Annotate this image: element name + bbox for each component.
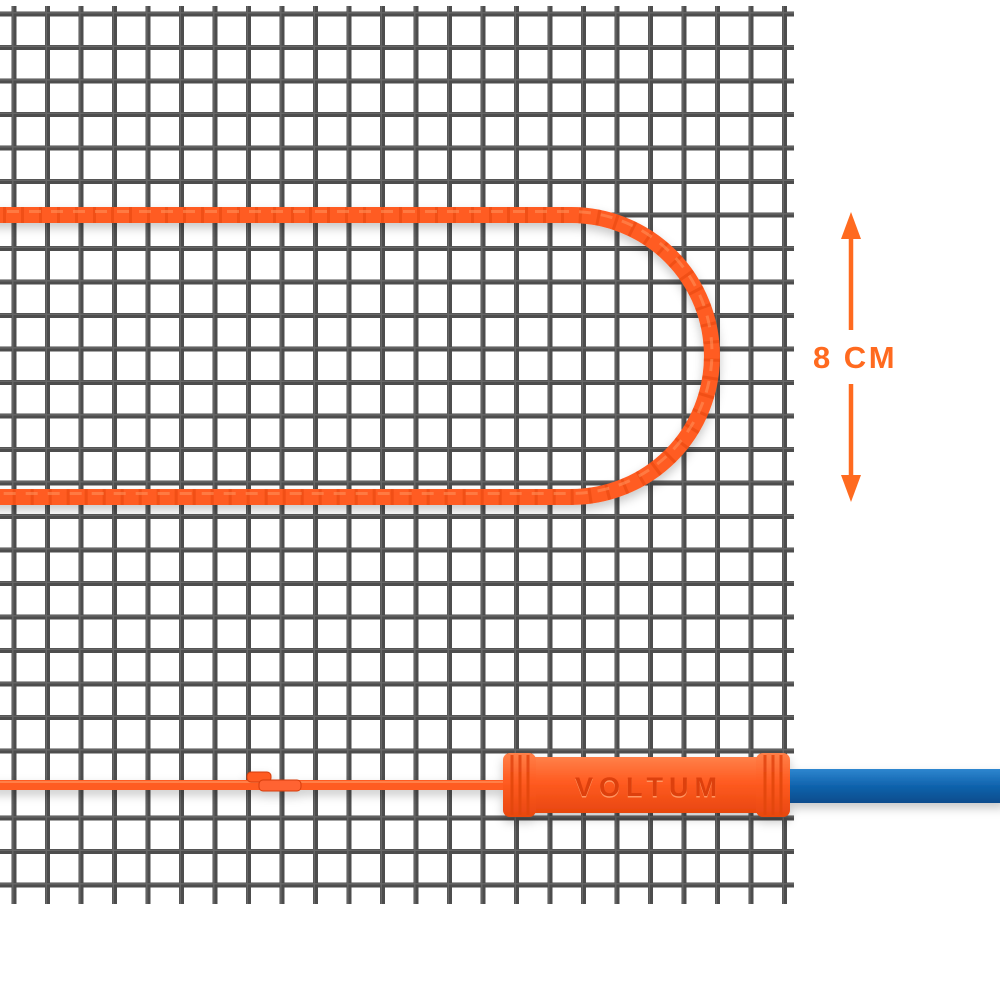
brand-label-emboss: VOLTUM [575,774,723,804]
connector-ridges-left [510,755,530,815]
brand-label: VOLTUM [575,772,723,802]
connector-ridges-right [763,755,783,815]
dimension-annotation: 8 CM [813,212,897,502]
connector-body [522,757,770,813]
power-cable [778,769,1000,803]
cable-clip [246,771,302,792]
lead-assembly: VOLTUM VOLTUM [0,753,1000,817]
heating-cable [0,207,720,505]
arrow-down-icon [841,475,861,502]
cable-clip-lower [258,779,302,792]
heating-cable-run [0,207,720,505]
heating-cable-highlight [0,210,714,495]
connector-sleeve: VOLTUM VOLTUM [503,753,790,817]
arrow-up-icon [841,212,861,239]
dimension-label: 8 CM [813,340,897,375]
